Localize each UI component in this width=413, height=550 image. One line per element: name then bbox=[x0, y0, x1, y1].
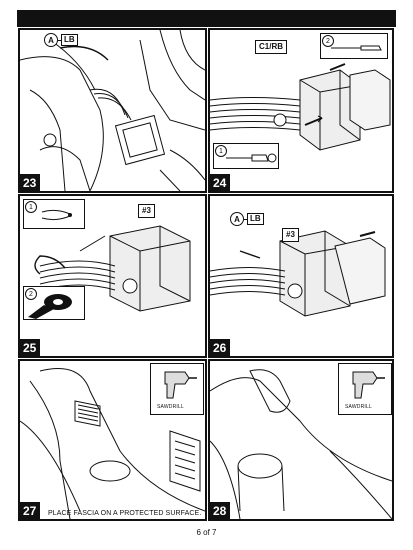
step-24-illustration bbox=[210, 63, 391, 151]
step-25-wire-label: #3 bbox=[138, 204, 155, 218]
step-28-number: 28 bbox=[210, 502, 231, 519]
step-28-tool-label: SAWDRILL bbox=[345, 404, 372, 410]
page-number: 6 of 7 bbox=[196, 528, 217, 537]
step-25-tool-number-2: 2 bbox=[25, 288, 37, 300]
step-26-wire-label: #3 bbox=[282, 228, 299, 242]
tape-roll-icon bbox=[28, 294, 72, 319]
top-header-bar bbox=[17, 10, 396, 27]
step-28-illustration bbox=[210, 369, 392, 519]
step-25-illustration bbox=[34, 225, 191, 312]
step-27-caption: PLACE FASCIA ON A PROTECTED SURFACE. bbox=[48, 510, 202, 517]
step-25-tool-number-1: 1 bbox=[25, 201, 37, 213]
step-25-number: 25 bbox=[20, 339, 41, 356]
step-23-number: 23 bbox=[20, 174, 41, 191]
step-23-illustration bbox=[20, 30, 205, 191]
step-26-illustration bbox=[210, 230, 386, 317]
wire-cutter-icon bbox=[41, 209, 72, 221]
step-25-panel: #3 1 2 25 bbox=[18, 194, 207, 358]
step-23-panel: A LB 23 bbox=[18, 28, 207, 193]
callout-label: LB bbox=[247, 213, 264, 225]
step-24-panel: C1/RB 2 1 24 bbox=[208, 28, 394, 193]
step-26-number: 26 bbox=[210, 339, 231, 356]
step-24-connector-label: C1/RB bbox=[255, 40, 288, 54]
callout-label: LB bbox=[61, 34, 78, 46]
step-24-number: 24 bbox=[210, 174, 231, 191]
screwdriver-icon bbox=[331, 45, 382, 51]
step-26-panel: A LB #3 26 bbox=[208, 194, 394, 358]
screwdriver-icon bbox=[226, 153, 277, 163]
sawdrill-icon bbox=[164, 371, 197, 399]
step-26-callout-A-LB: A LB bbox=[230, 212, 264, 226]
sawdrill-icon bbox=[352, 371, 385, 399]
step-23-callout-A-LB: A LB bbox=[44, 33, 78, 47]
step-27-number: 27 bbox=[20, 502, 41, 519]
step-27-tool-inset: SAWDRILL bbox=[150, 363, 204, 415]
step-24-tool-number-1: 1 bbox=[215, 145, 227, 157]
step-27-tool-label: SAWDRILL bbox=[157, 404, 184, 410]
callout-letter: A bbox=[230, 212, 244, 226]
step-27-illustration bbox=[20, 368, 205, 519]
step-28-tool-inset: SAWDRILL bbox=[338, 363, 392, 415]
step-24-tool-number-2: 2 bbox=[322, 35, 334, 47]
step-27-panel: SAWDRILL 27 PLACE FASCIA ON A PROTECTED … bbox=[18, 359, 207, 521]
step-28-panel: SAWDRILL 28 bbox=[208, 359, 394, 521]
callout-letter: A bbox=[44, 33, 58, 47]
